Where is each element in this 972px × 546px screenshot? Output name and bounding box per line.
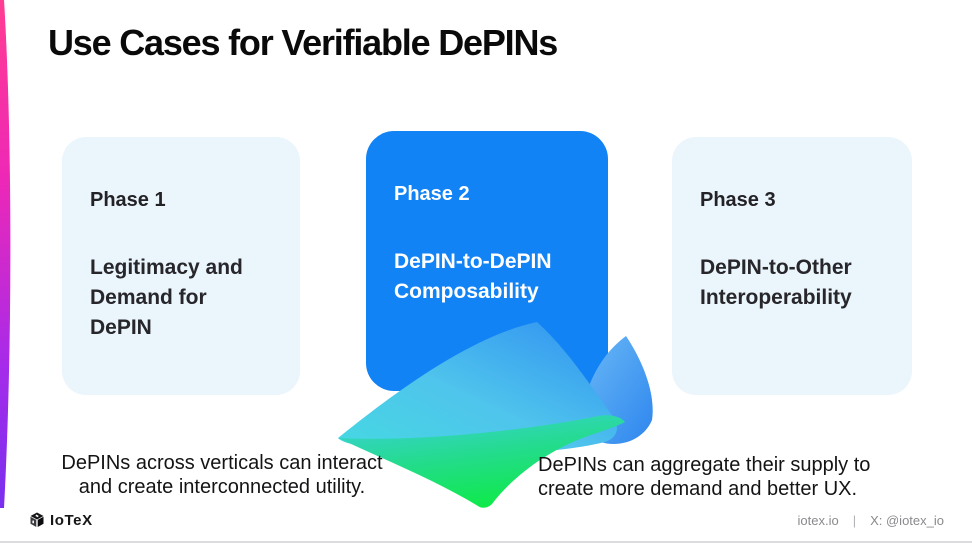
iotex-logo: IoTeX <box>28 511 93 529</box>
footer-separator: | <box>852 513 857 528</box>
caption-left-line2: and create interconnected utility. <box>78 475 366 498</box>
phase-1-card: Phase 1 Legitimacy and Demand for DePIN <box>62 137 300 395</box>
footer-website: iotex.io <box>797 513 839 528</box>
footer-links: iotex.io | X: @iotex_io <box>798 513 945 528</box>
phase-3-label: Phase 3 <box>700 189 776 211</box>
footer-social-handle: X: @iotex_io <box>870 513 944 528</box>
phase-3-description: DePIN-to-Other Interoperability <box>700 256 852 309</box>
slide-title: Use Cases for Verifiable DePINs <box>48 22 558 63</box>
left-gradient-stripe-decoration <box>0 0 11 508</box>
caption-left-line1: DePINs across verticals can interact <box>61 452 383 474</box>
phase-2-label: Phase 2 <box>394 183 470 205</box>
caption-right-line2: create more demand and better UX. <box>538 477 858 500</box>
caption-phase2-to-phase3: DePINs can aggregate their supply to cre… <box>538 454 888 501</box>
caption-phase1-to-phase2: DePINs across verticals can interact and… <box>56 452 388 499</box>
phase-3-card: Phase 3 DePIN-to-Other Interoperability <box>672 137 912 395</box>
iotex-cube-icon <box>30 512 44 527</box>
phase-1-label: Phase 1 <box>90 189 166 211</box>
gradient-ribbon-graphic <box>338 322 653 508</box>
caption-right-line1: DePINs can aggregate their supply to <box>538 454 871 476</box>
phase-2-description: DePIN-to-DePIN Composability <box>394 250 552 303</box>
slide-bottom-edge <box>0 541 972 543</box>
phase-1-description: Legitimacy and Demand for DePIN <box>90 256 243 339</box>
iotex-wordmark: IoTeX <box>50 511 93 529</box>
